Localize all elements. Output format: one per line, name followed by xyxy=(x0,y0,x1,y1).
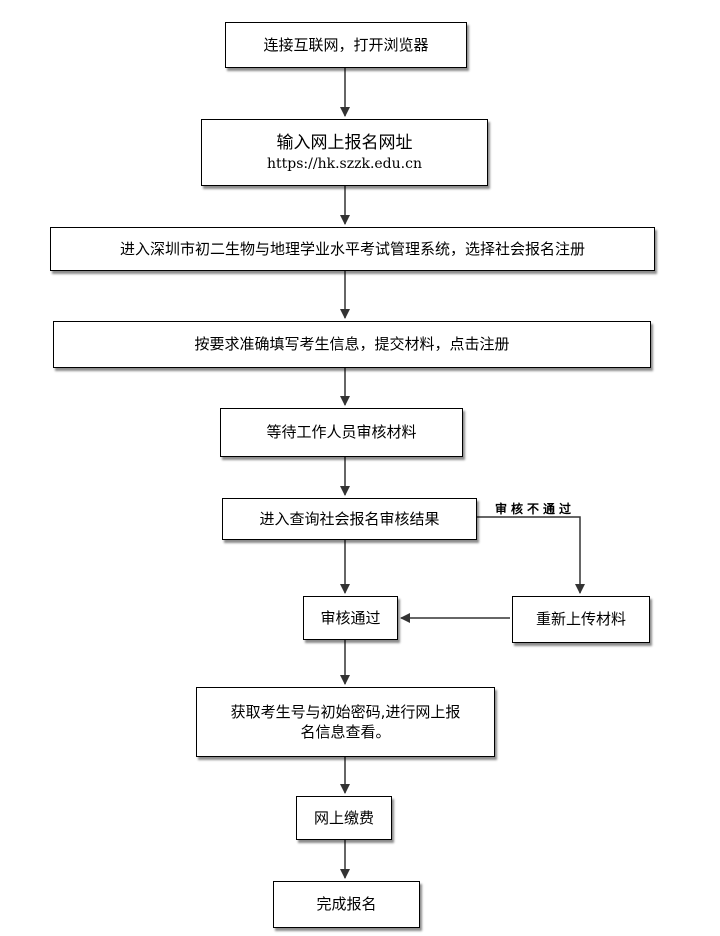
step-approved-box: 审核通过 xyxy=(303,596,398,640)
step-complete-box: 完成报名 xyxy=(273,881,420,928)
step-enter-url-value: https://hk.szzk.edu.cn xyxy=(267,155,422,172)
arrow-check-to-reupload xyxy=(477,516,585,594)
step-reupload-label: 重新上传材料 xyxy=(535,610,626,629)
step-approved-label: 审核通过 xyxy=(320,608,381,627)
step-reupload-box: 重新上传材料 xyxy=(512,596,650,643)
step-wait-review-label: 等待工作人员审核材料 xyxy=(266,423,417,442)
step-get-credentials-line1: 获取考生号与初始密码,进行网上报 xyxy=(230,702,461,721)
step-wait-review-box: 等待工作人员审核材料 xyxy=(220,408,463,457)
step-get-credentials-line2: 名信息查看。 xyxy=(300,723,391,741)
step-check-result-box: 进入查询社会报名审核结果 xyxy=(222,498,477,540)
step-enter-url-title: 输入网上报名网址 xyxy=(276,132,413,153)
step-enter-system-label: 进入深圳市初二生物与地理学业水平考试管理系统，选择社会报名注册 xyxy=(119,239,585,258)
step-get-credentials-box: 获取考生号与初始密码,进行网上报 名信息查看。 xyxy=(196,687,495,757)
step-complete-label: 完成报名 xyxy=(316,895,377,914)
step-fill-info-label: 按要求准确填写考生信息，提交材料，点击注册 xyxy=(194,335,510,354)
step-connect-box: 连接互联网，打开浏览器 xyxy=(225,22,467,68)
step-pay-online-box: 网上缴费 xyxy=(296,796,392,840)
step-enter-url-box: 输入网上报名网址 https://hk.szzk.edu.cn xyxy=(201,119,488,186)
step-check-result-label: 进入查询社会报名审核结果 xyxy=(259,509,440,528)
step-enter-system-box: 进入深圳市初二生物与地理学业水平考试管理系统，选择社会报名注册 xyxy=(50,227,655,271)
step-connect-label: 连接互联网，打开浏览器 xyxy=(263,35,429,54)
step-fill-info-box: 按要求准确填写考生信息，提交材料，点击注册 xyxy=(53,321,651,368)
step-pay-online-label: 网上缴费 xyxy=(313,808,374,827)
edge-label-not-approved: 审核不通过 xyxy=(495,502,576,516)
